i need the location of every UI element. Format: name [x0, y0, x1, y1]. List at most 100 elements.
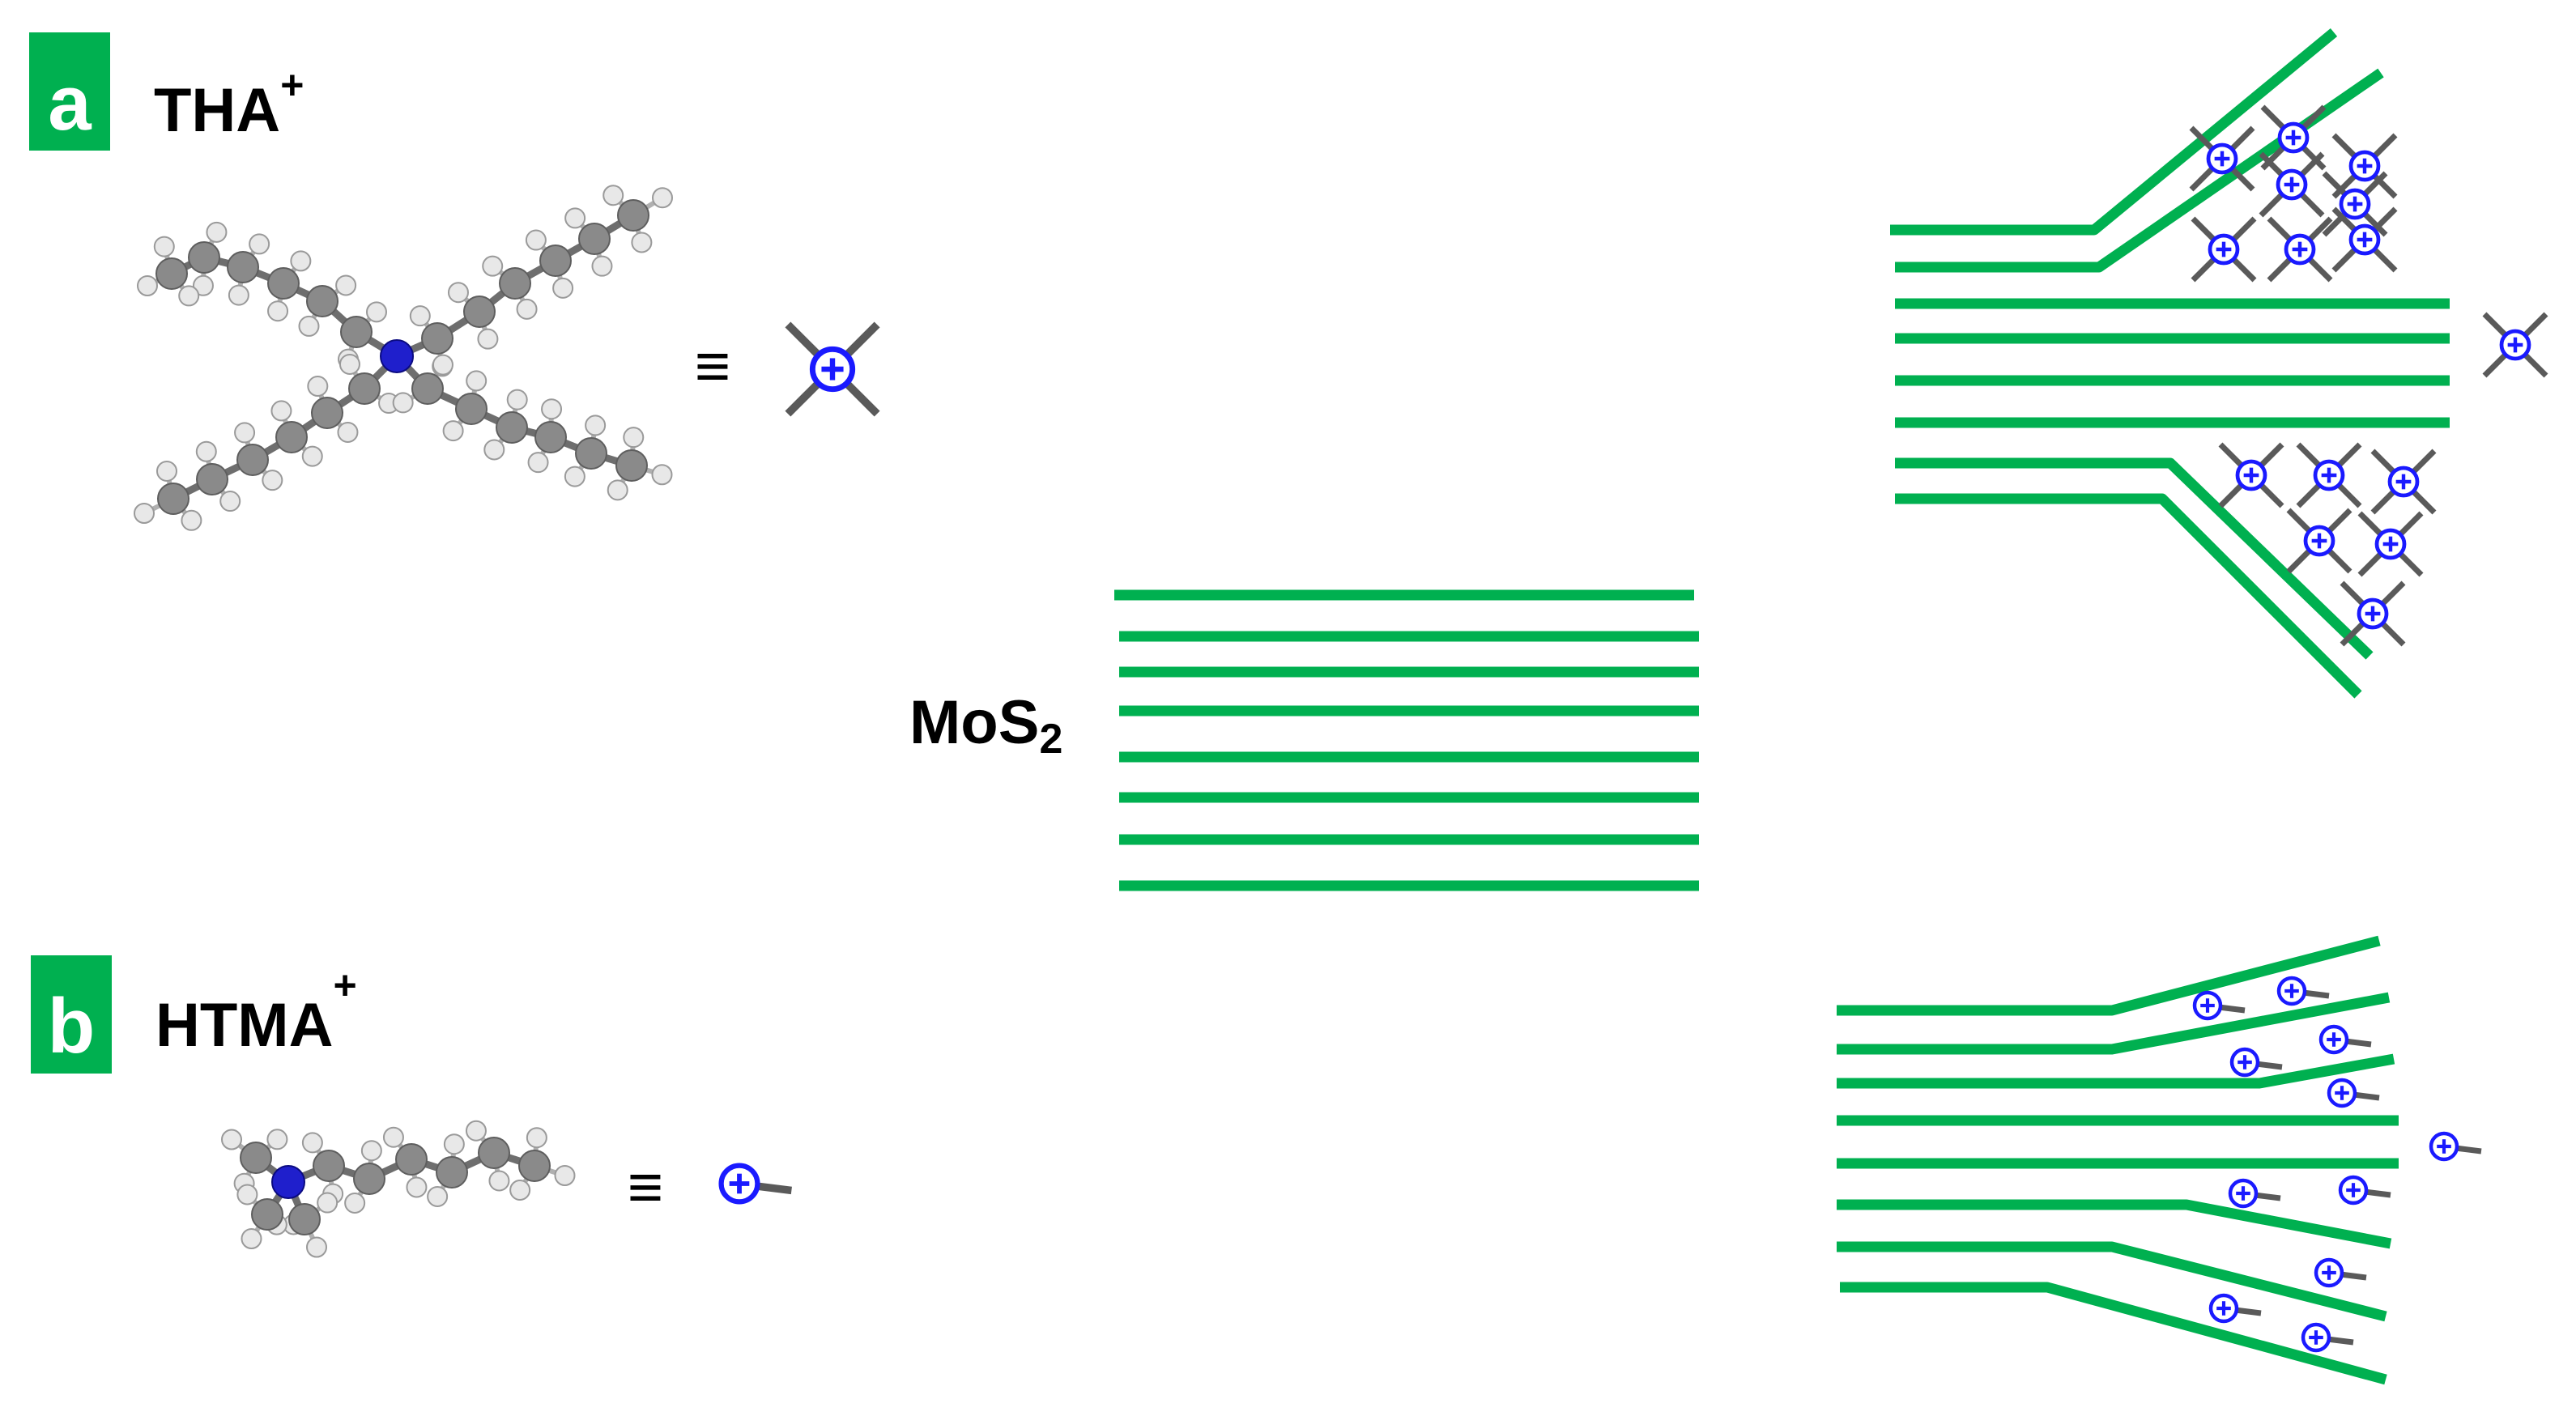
panel-a-letter: a	[48, 60, 92, 147]
hydrogen-atom	[337, 421, 359, 443]
hydrogen-atom	[344, 1192, 366, 1214]
hydrogen-atom	[137, 275, 158, 296]
htma-free-cation-icon	[2429, 1131, 2482, 1162]
mos2-label-sub: 2	[1039, 716, 1062, 763]
carbon-atom	[353, 1163, 385, 1195]
htma-cation-icon	[2228, 1178, 2281, 1209]
htma-label: HTMA+	[155, 963, 357, 1060]
tha-molecule-model	[134, 185, 673, 531]
carbon-atom	[227, 251, 259, 283]
hydrogen-atom	[465, 1120, 487, 1142]
tha-cation-icon	[2340, 580, 2406, 647]
hydrogen-atom	[267, 300, 289, 322]
alkyl-tail	[2218, 1004, 2246, 1014]
carbon-atom	[196, 463, 228, 495]
alkyl-tail	[2234, 1307, 2262, 1316]
htma-cation-icon	[2301, 1322, 2354, 1353]
hydrogen-atom	[623, 427, 645, 449]
htma-name: HTMA	[155, 991, 334, 1060]
htma-layer-3	[1837, 1053, 2395, 1089]
carbon-atom	[575, 437, 607, 470]
hydrogen-atom	[307, 376, 329, 398]
tha-layer-1	[1890, 28, 2338, 236]
carbon-atom	[478, 1137, 510, 1169]
htma-equiv-sign: ≡	[628, 1153, 663, 1222]
tha-cation-icon	[2296, 442, 2362, 508]
tha-cation-icon	[2189, 125, 2255, 192]
hydrogen-atom	[564, 466, 585, 487]
hydrogen-atom	[236, 1184, 258, 1206]
htma-cation-icon	[2208, 1293, 2262, 1324]
tha-cation-icon	[2267, 216, 2333, 283]
hydrogen-atom	[541, 398, 563, 420]
htma-cation-icon	[2229, 1047, 2283, 1078]
carbon-atom	[436, 1156, 468, 1189]
carbon-atom	[306, 285, 338, 317]
hydrogen-atom	[466, 370, 488, 392]
hydrogen-atom	[266, 1129, 288, 1150]
hydrogen-atom	[585, 415, 607, 436]
hydrogen-atom	[591, 255, 613, 277]
carbon-atom	[411, 372, 444, 405]
hydrogen-atom	[554, 1165, 576, 1186]
carbon-atom	[539, 245, 572, 277]
tha-cation-icon	[2259, 151, 2325, 218]
alkyl-tail	[2340, 1271, 2367, 1281]
hydrogen-atom	[262, 470, 283, 491]
tha-cation-icon	[2322, 171, 2388, 237]
tha-cation-icon	[2357, 511, 2424, 577]
hydrogen-atom	[443, 1133, 465, 1155]
hydrogen-atom	[552, 277, 574, 299]
hydrogen-atom	[155, 460, 177, 482]
hydrogen-atom	[338, 353, 360, 375]
hydrogen-atom	[317, 1192, 338, 1214]
alkyl-tail	[2327, 1336, 2354, 1346]
htma-legend-icon	[718, 1163, 792, 1205]
hydrogen-atom	[509, 1179, 531, 1201]
carbon-atom	[617, 199, 649, 232]
carbon-atom	[288, 1203, 321, 1235]
hydrogen-atom	[564, 207, 586, 229]
hydrogen-atom	[525, 229, 547, 251]
hydrogen-atom	[483, 439, 505, 461]
hydrogen-atom	[631, 232, 653, 253]
hydrogen-atom	[181, 509, 202, 531]
tha-cation-icon	[2260, 104, 2327, 171]
carbon-atom	[455, 393, 488, 425]
nitrogen-atom	[380, 339, 414, 373]
alkyl-tail	[2254, 1192, 2281, 1201]
tha-charge: +	[280, 62, 304, 108]
htma-layer-8	[1840, 1282, 2387, 1385]
hydrogen-atom	[447, 282, 469, 304]
hydrogen-atom	[607, 479, 628, 501]
mos2-layers	[1114, 28, 2450, 1385]
panel-b-badge	[31, 955, 112, 1074]
carbon-atom	[518, 1150, 551, 1182]
hydrogen-atom	[442, 420, 464, 442]
htma-cation-icon	[2327, 1078, 2380, 1108]
tha-name: THA	[154, 76, 280, 145]
hydrogen-atom	[477, 328, 499, 350]
hydrogen-atom	[526, 1127, 547, 1149]
carbon-atom	[421, 322, 453, 355]
hydrogen-atom	[335, 274, 357, 296]
hydrogen-atom	[301, 1132, 323, 1154]
hydrogen-atom	[241, 1228, 262, 1249]
hydrogen-atom	[602, 185, 624, 206]
carbon-atom	[311, 397, 343, 429]
hydrogen-atom	[298, 315, 320, 337]
htma-cation-icon	[2318, 1024, 2372, 1055]
hydrogen-atom	[178, 285, 200, 307]
mos2-label: MoS2	[909, 688, 1062, 763]
tha-equiv-sign: ≡	[695, 332, 730, 401]
hydrogen-atom	[134, 503, 155, 524]
carbon-atom	[313, 1150, 345, 1182]
tha-free-cation-icon	[2482, 312, 2548, 378]
carbon-atom	[395, 1143, 428, 1176]
hydrogen-atom	[527, 452, 549, 474]
alkyl-tail	[2344, 1038, 2372, 1048]
carbon-atom	[155, 257, 188, 290]
carbon-atom	[188, 241, 220, 274]
carbon-atom	[240, 1142, 272, 1174]
